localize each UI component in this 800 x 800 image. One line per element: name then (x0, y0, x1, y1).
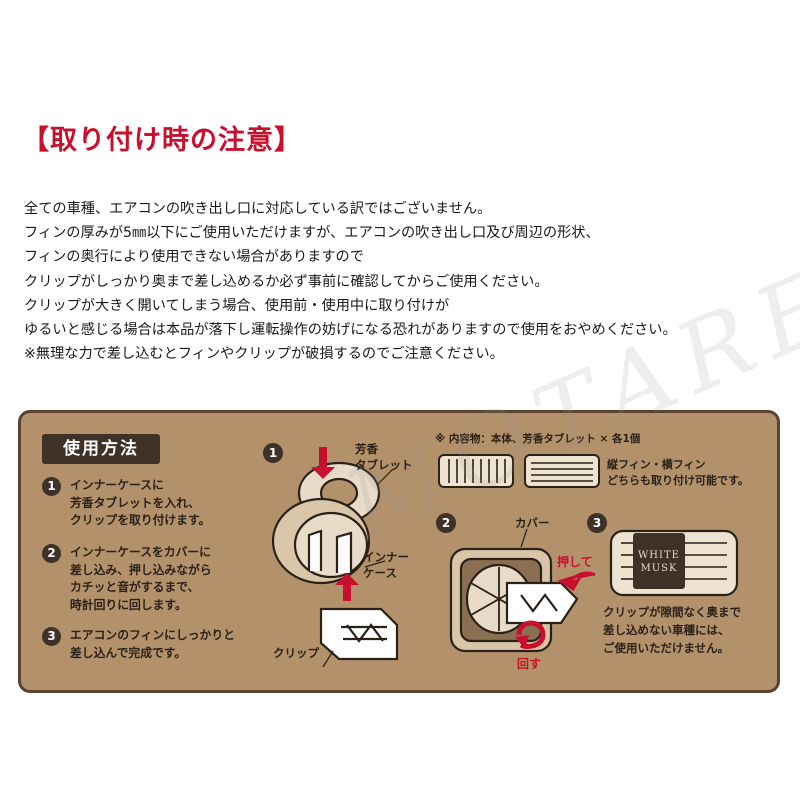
fin-note: 縦フィン・横フィン どちらも取り付け可能です。 (607, 458, 749, 487)
step-number: 2 (42, 544, 61, 563)
step-item: 1 インナーケースに 芳香タブレットを入れ、 クリップを取り付けます。 (42, 477, 210, 530)
clip-label: クリップ (273, 646, 319, 660)
caution-notes: 全ての車種、エアコンの吹き出し口に対応している訳ではございません。 フィンの厚み… (24, 197, 784, 366)
assembly-diagram (271, 461, 399, 661)
push-label: 押して (557, 555, 593, 569)
push-arrow-icon (557, 571, 596, 592)
note-line: ゆるいと感じる場合は本品が落下し運転操作の妨げになる恐れがありますので使用をおや… (24, 322, 677, 339)
step-item: 3 エアコンのフィンにしっかりと 差し込んで完成です。 (42, 627, 235, 662)
arrow-down-icon (311, 447, 335, 479)
fit-warning: クリップが隙間なく奥まで 差し込めない車種には、 ご使用いただけません。 (603, 605, 741, 655)
step-text: インナーケースに 芳香タブレットを入れ、 クリップを取り付けます。 (70, 478, 211, 527)
note-line: クリップがしっかり奥まで差し込めるか必ず事前に確認してからご使用ください。 (24, 273, 549, 290)
usage-card: 使用方法 1 インナーケースに 芳香タブレットを入れ、 クリップを取り付けます。… (18, 410, 780, 693)
diagram-number: 1 (263, 443, 283, 463)
diagram-number: 3 (587, 513, 607, 533)
horizontal-fin-sample (524, 454, 600, 488)
vertical-fin-sample (438, 454, 514, 488)
page-title: 【取り付け時の注意】 (22, 125, 302, 156)
step-item: 2 インナーケースをカバーに 差し込み、押し込みながら カチッと音がするまで、 … (42, 544, 212, 614)
note-line: フィンの奥行により使用できない場合がありますので (24, 249, 364, 266)
installed-diagram (609, 529, 739, 597)
arrow-up-icon (335, 573, 359, 601)
turn-label: 回す (517, 657, 542, 671)
usage-title: 使用方法 (42, 434, 160, 464)
note-line: フィンの厚みが5㎜以下にご使用いただけますが、エアコンの吹き出し口及び周辺の形状… (24, 225, 600, 242)
note-line: 全ての車種、エアコンの吹き出し口に対応している訳ではございません。 (24, 201, 492, 217)
rotate-arrow-icon (516, 620, 546, 650)
note-line: ※無理な力で差し込むとフィンやクリップが破損するのでご注意ください。 (24, 346, 504, 363)
step-text: インナーケースをカバーに 差し込み、押し込みながら カチッと音がするまで、 時計… (70, 545, 212, 612)
step-number: 3 (42, 627, 61, 646)
note-line: クリップが大きく開いてしまう場合、使用前・使用中に取り付けが (24, 297, 450, 314)
diagram-number: 2 (436, 513, 456, 533)
step-text: エアコンのフィンにしっかりと 差し込んで完成です。 (70, 628, 235, 660)
usage-illustrations (271, 447, 739, 668)
step-number: 1 (42, 477, 61, 496)
product-label: WHITE MUSK (638, 550, 680, 574)
tablet-label: 芳香 タブレット (355, 442, 413, 472)
cover-label: カバー (515, 516, 550, 530)
contents-note: ※ 内容物：本体、芳香タブレット × 各1個 (435, 433, 641, 445)
inner-case-label: インナー ケース (363, 550, 409, 580)
